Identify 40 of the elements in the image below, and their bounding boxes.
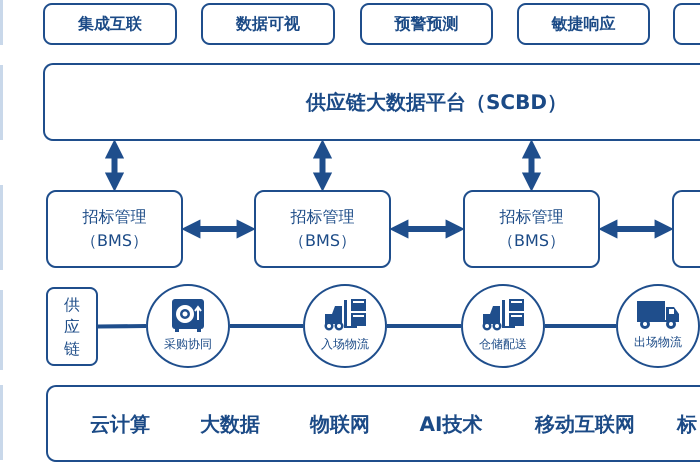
technology-label: 云计算 — [90, 411, 150, 438]
feature-box — [517, 3, 650, 45]
connector-line — [387, 324, 461, 328]
double-arrow — [598, 219, 674, 239]
connector-line — [98, 324, 146, 328]
module-box — [463, 190, 600, 268]
technology-label: AI技术 — [420, 411, 482, 438]
double-arrow — [104, 139, 124, 192]
feature-label: 敏捷响应 — [552, 14, 616, 34]
platform-box — [43, 63, 700, 141]
connector-line — [545, 324, 616, 328]
feature-label: 预警预测 — [394, 14, 458, 34]
technology-bar — [46, 385, 700, 462]
feature-box — [201, 3, 335, 45]
chain-label: 供应链 — [64, 294, 80, 360]
module-box — [254, 190, 391, 268]
double-arrow — [181, 219, 256, 239]
module-label: 招标管理（BMS） — [80, 206, 149, 252]
feature-box — [360, 3, 493, 45]
process-label: 入场物流 — [321, 336, 369, 353]
double-arrow — [312, 139, 332, 192]
feature-box — [43, 3, 177, 45]
chain-label-box — [46, 287, 98, 366]
module-label: 招标管理（BMS） — [288, 206, 357, 252]
technology-label: 移动互联网 — [535, 411, 635, 438]
module-box — [672, 190, 700, 268]
module-box — [46, 190, 183, 268]
technology-label: 大数据 — [200, 411, 260, 438]
technology-label: 标 — [677, 411, 697, 438]
feature-label: 集成互联 — [78, 14, 142, 34]
feature-label: 数据可视 — [236, 14, 300, 34]
connector-line — [230, 324, 303, 328]
double-arrow — [522, 139, 542, 192]
process-label: 出场物流 — [634, 334, 682, 351]
process-label: 仓储配送 — [479, 336, 527, 353]
technology-label: 物联网 — [310, 411, 370, 438]
platform-title: 供应链大数据平台（SCBD） — [306, 88, 567, 116]
module-label: 招标管理（BMS） — [497, 206, 566, 252]
process-label: 采购协同 — [164, 336, 212, 353]
double-arrow — [389, 219, 465, 239]
